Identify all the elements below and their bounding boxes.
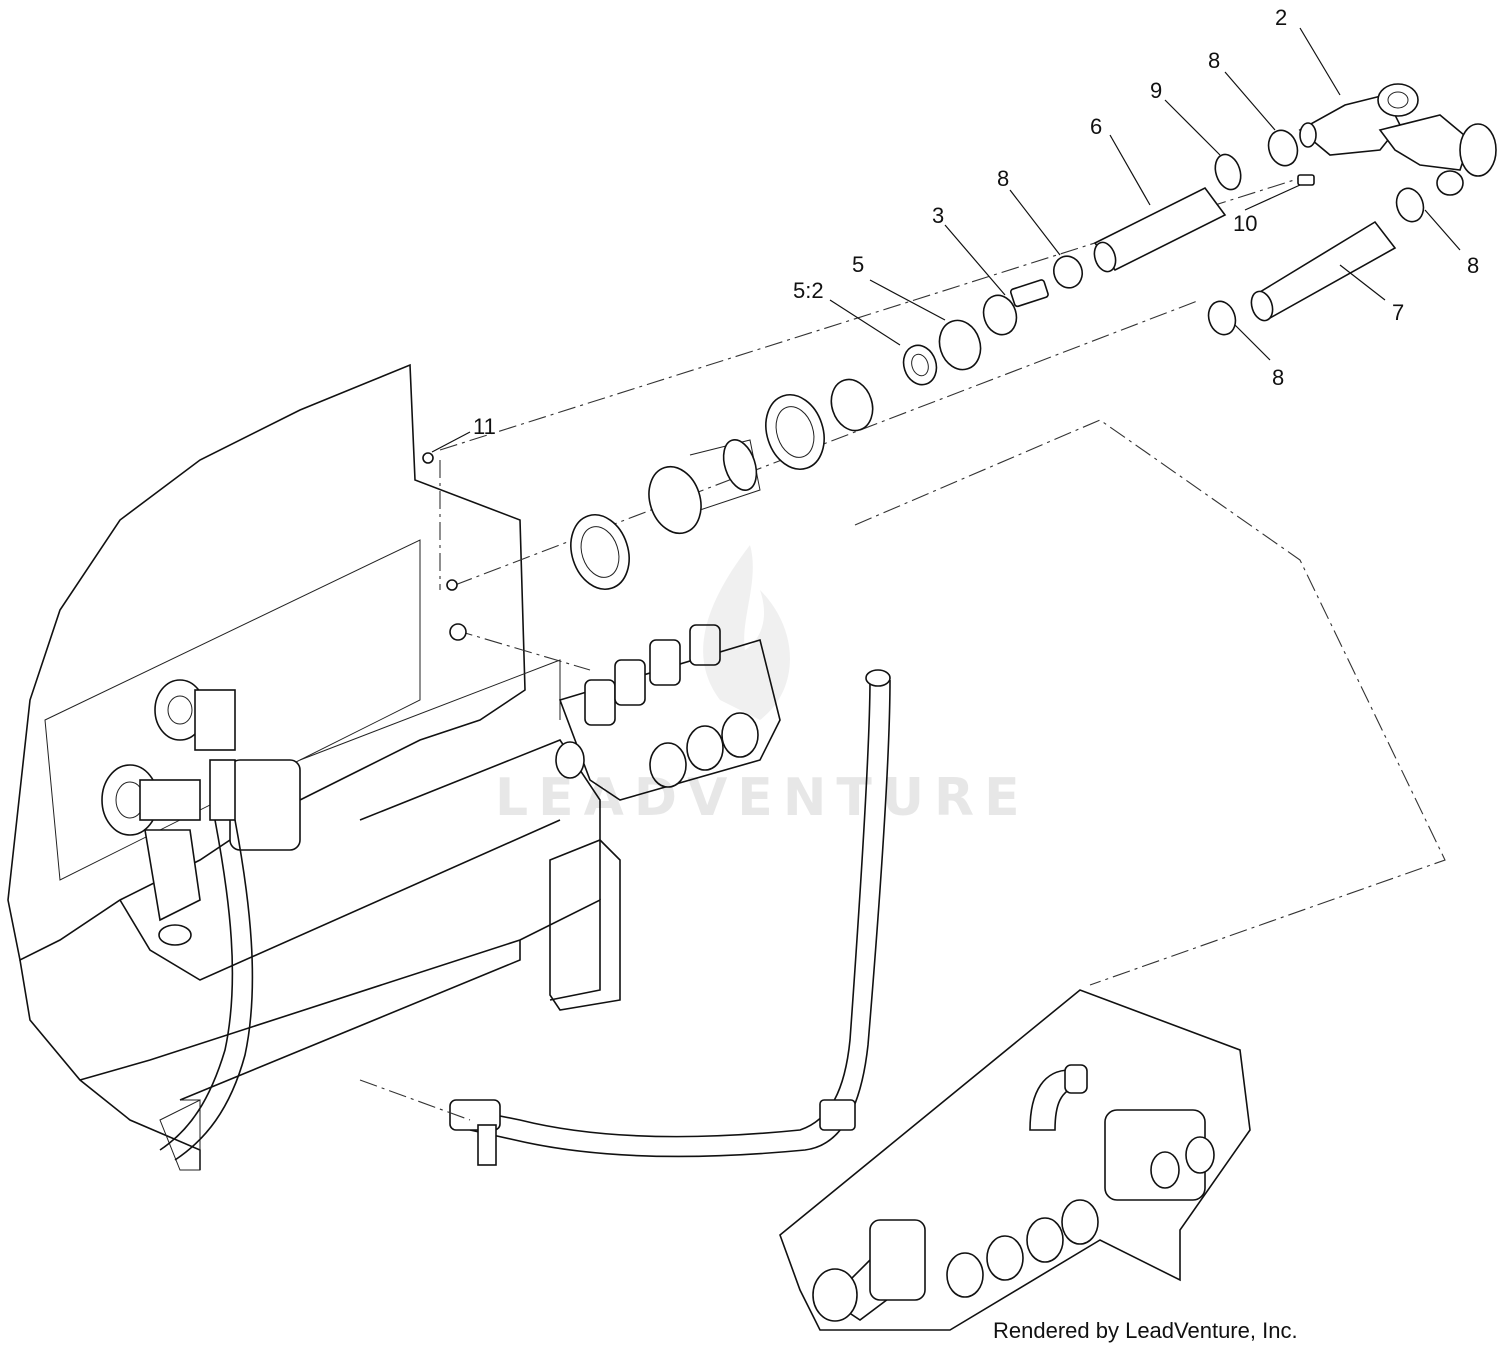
leader-lines <box>431 27 1461 453</box>
callout-8: 8 <box>1208 48 1220 73</box>
callout-3: 3 <box>932 203 944 228</box>
callout-8: 8 <box>1272 365 1284 390</box>
callout-10: 10 <box>1233 211 1257 236</box>
callout-2: 2 <box>1275 5 1287 30</box>
center-valve-manifold <box>555 624 781 801</box>
callout-6: 6 <box>1090 114 1102 139</box>
watermark-text: LEADVENTURE <box>495 768 1030 828</box>
callout-7: 7 <box>1392 300 1404 325</box>
left-frame-assembly <box>7 363 621 1171</box>
exploded-assembly <box>359 83 1497 1121</box>
watermark: LEADVENTURE <box>495 545 1030 828</box>
callout-9: 9 <box>1150 78 1162 103</box>
callout-labels: 2 8 9 6 8 3 5 5:2 10 8 7 8 11 <box>473 5 1479 439</box>
callout-8: 8 <box>997 166 1009 191</box>
callout-5: 5 <box>852 252 864 277</box>
hose-assembly <box>159 669 891 1166</box>
lower-right-assembly <box>779 989 1251 1331</box>
callout-11: 11 <box>473 414 496 439</box>
callout-5-2: 5:2 <box>793 278 824 303</box>
callout-8: 8 <box>1467 253 1479 278</box>
left-valve-cluster <box>101 679 301 946</box>
credit-text: Rendered by LeadVenture, Inc. <box>993 1318 1298 1343</box>
